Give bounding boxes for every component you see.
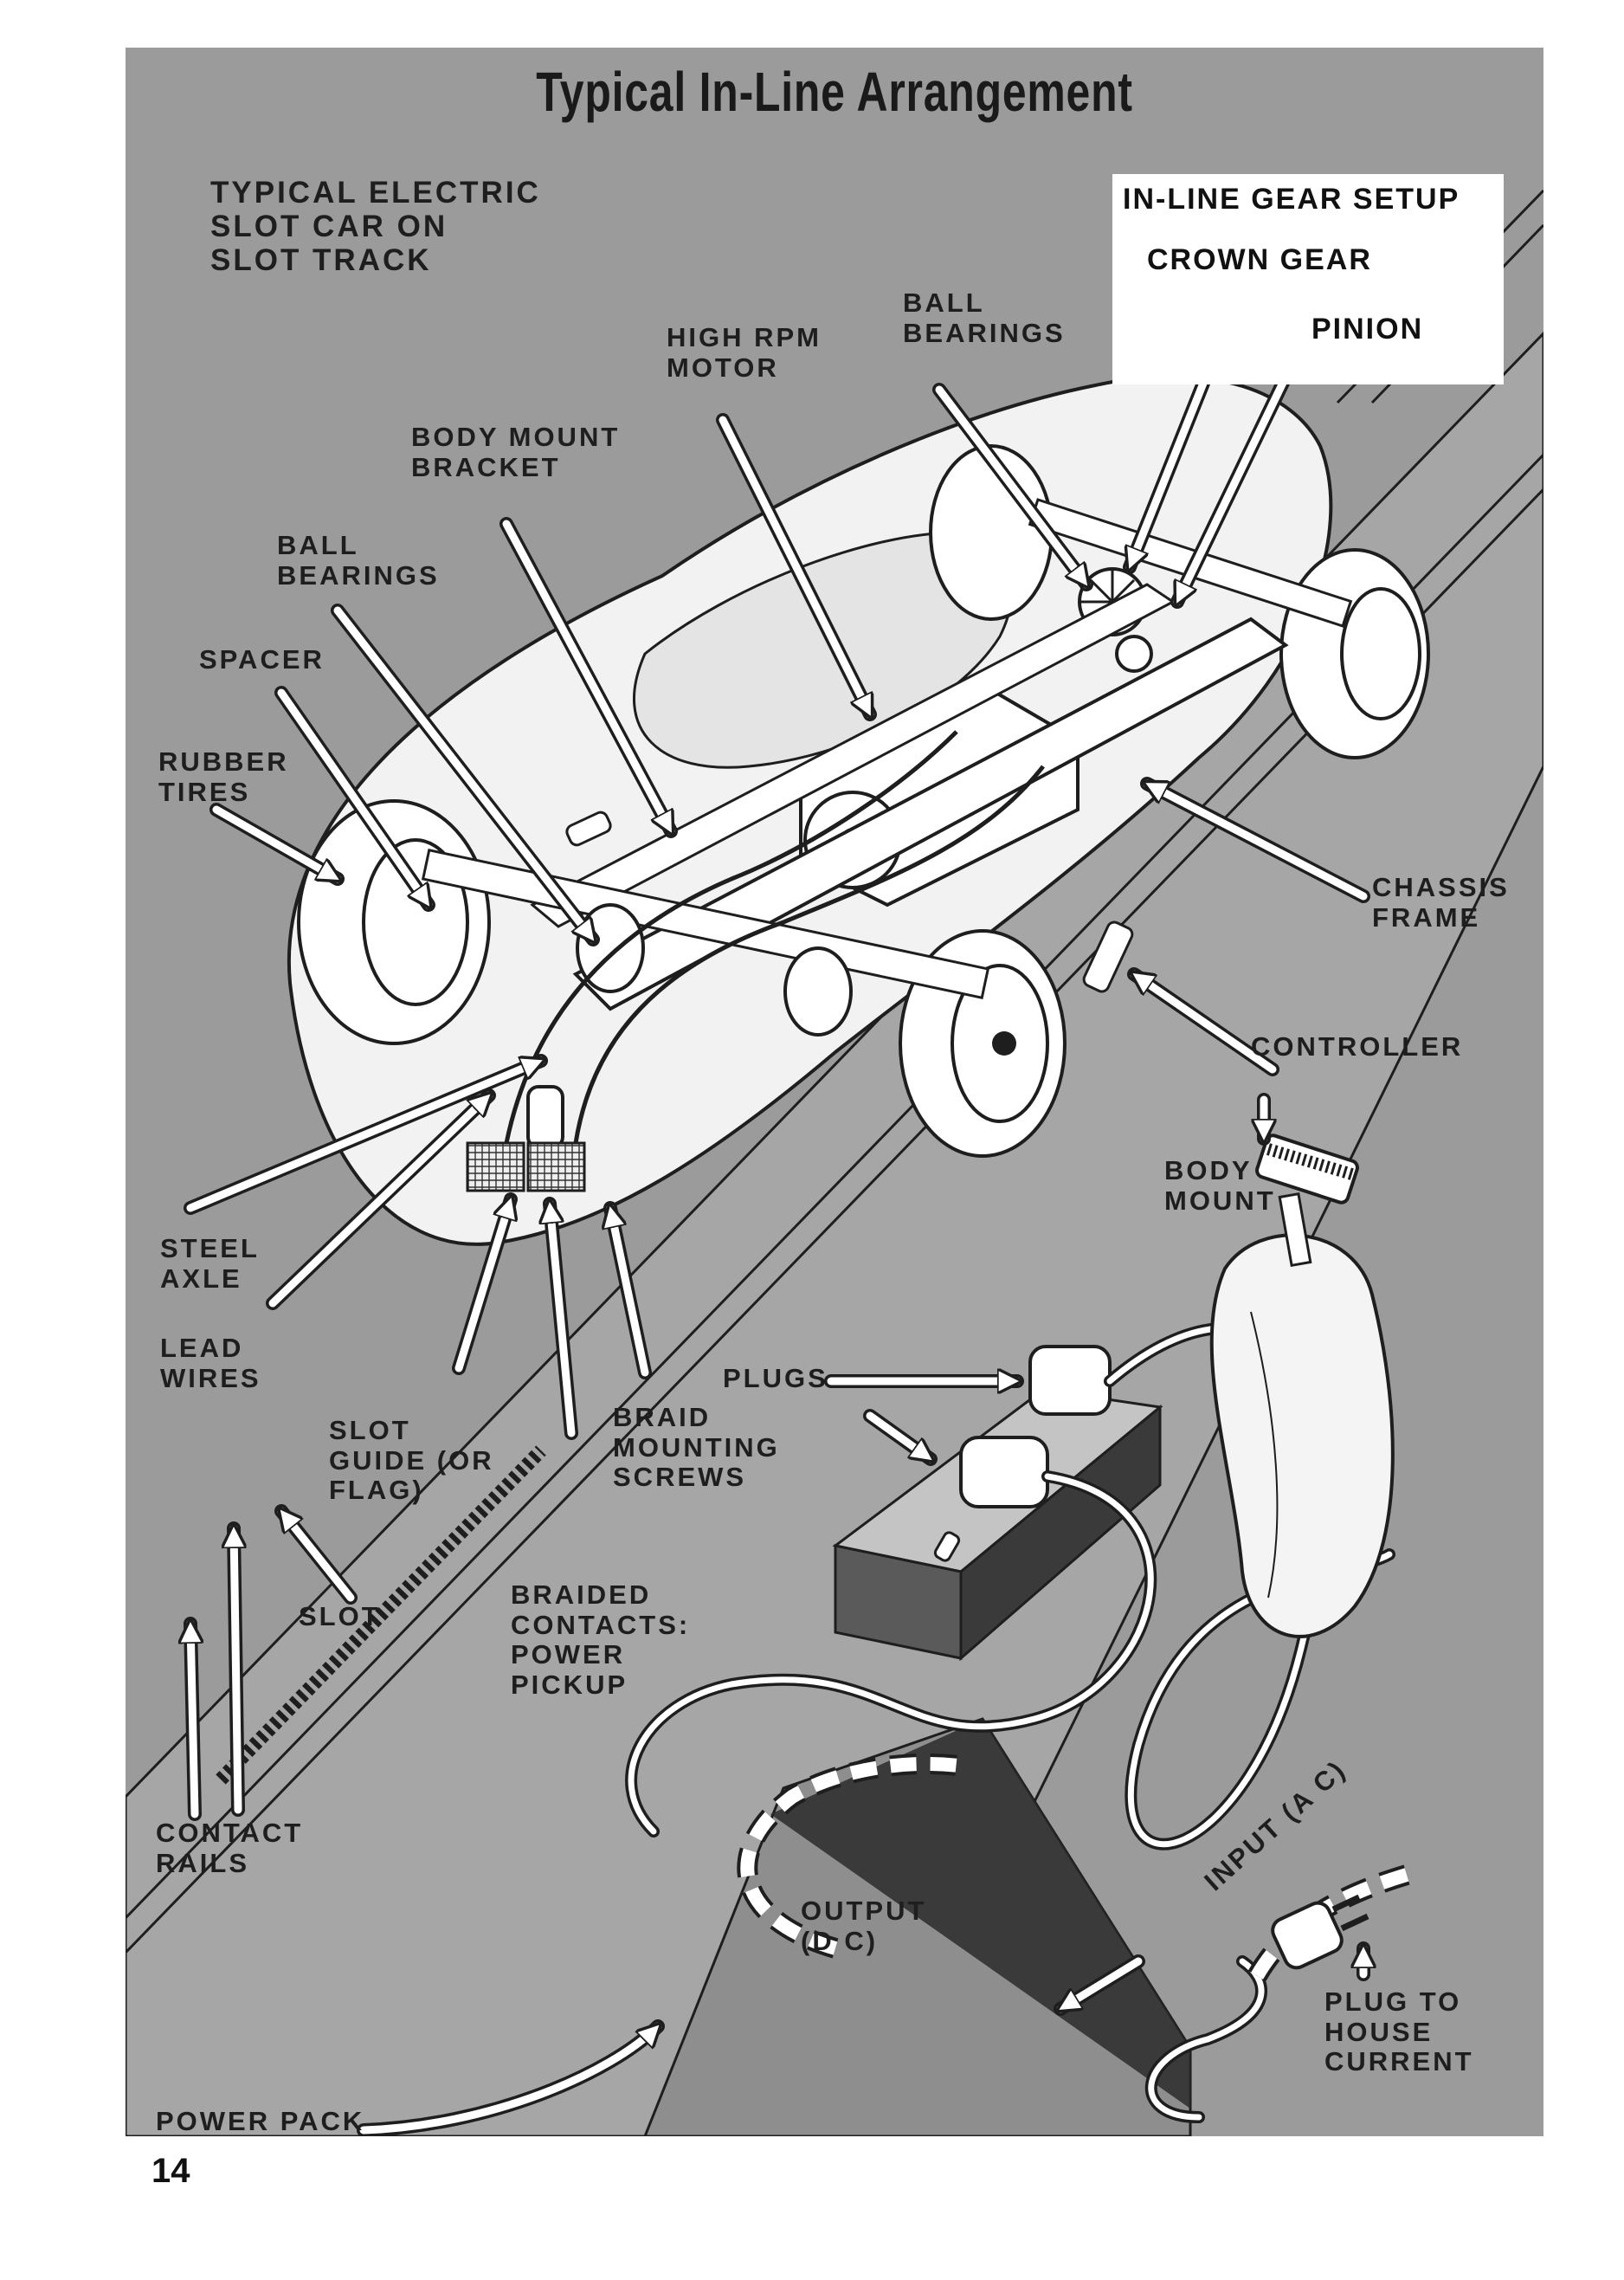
plugs-label: PLUGS — [723, 1363, 828, 1393]
current-flow-arrows — [737, 1753, 1410, 1993]
controller-label: CONTROLLER — [1251, 1031, 1464, 1062]
illustration-panel: Typical In-Line Arrangement IN-LINE GEAR… — [126, 48, 1543, 2136]
gear-setup-inset: IN-LINE GEAR SETUP CROWN GEAR PINION — [1112, 174, 1504, 384]
pinion-label: PINION — [1311, 313, 1424, 346]
page-number: 14 — [151, 2152, 190, 2190]
crown-gear-label: CROWN GEAR — [1147, 243, 1372, 276]
controller — [1209, 1134, 1395, 1638]
page-title: Typical In-Line Arrangement — [536, 61, 1133, 123]
output-label: OUTPUT(D C) — [801, 1896, 927, 1956]
house-plug — [1271, 1894, 1369, 1970]
power-pack — [643, 1717, 1192, 2136]
callout-arrows — [190, 300, 1363, 2136]
slot-label: SLOT — [299, 1601, 381, 1631]
spacer-label: SPACER — [199, 644, 325, 675]
power-pack-label: POWER PACK — [156, 2106, 365, 2136]
slot-car-illustration — [126, 189, 1543, 2136]
inset-heading: IN-LINE GEAR SETUP — [1123, 183, 1460, 216]
